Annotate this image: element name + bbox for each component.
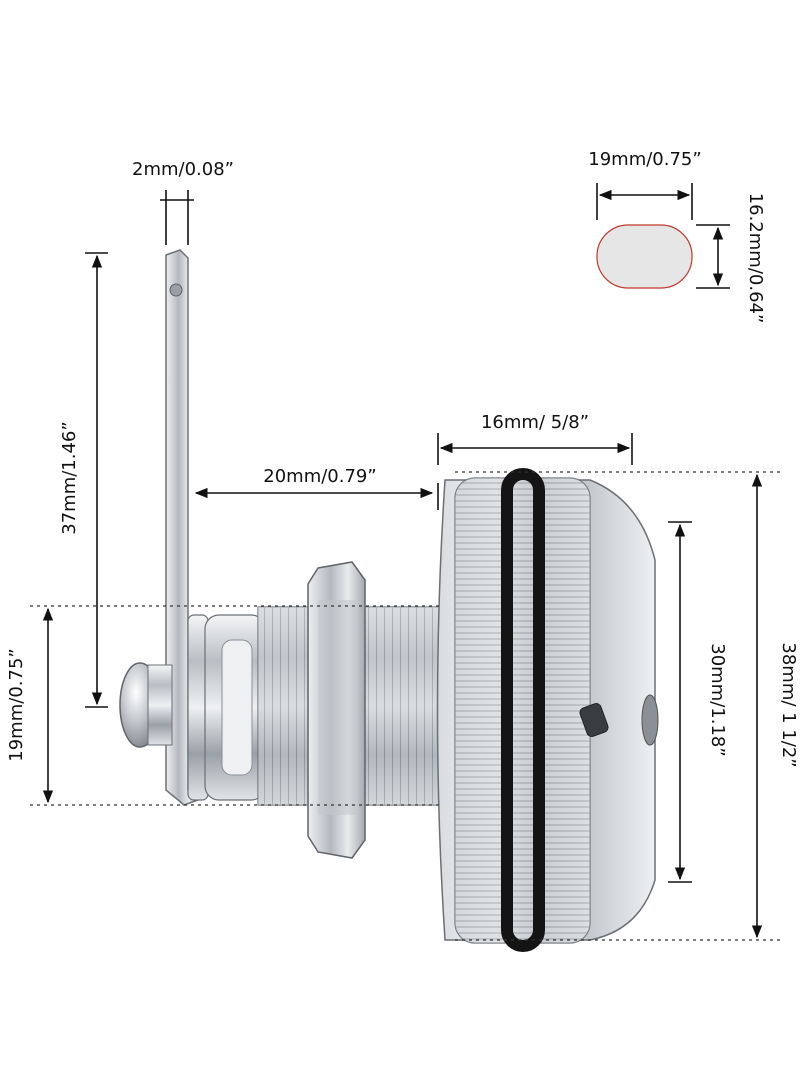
- cam-lock-illustration: [119, 249, 659, 952]
- head-depth-label: 16mm/ 5/8”: [481, 412, 589, 433]
- screw-shank: [147, 664, 173, 746]
- cam-hole: [169, 283, 183, 297]
- key-pin: [579, 703, 609, 737]
- panel-cutout-diagram: 19mm/0.75” 16.2mm/0.64”: [588, 149, 766, 323]
- cam-to-face-label: 20mm/0.79”: [263, 466, 376, 487]
- cutout-shape: [596, 224, 693, 289]
- cam-length-label: 37mm/1.46”: [59, 421, 80, 534]
- hole-height-label: 16.2mm/0.64”: [745, 193, 766, 324]
- dimension-lines: 2mm/0.08” 37mm/1.46” 20mm/0.79” 19mm/0.7…: [6, 159, 799, 941]
- hole-width-label: 19mm/0.75”: [588, 149, 701, 170]
- body-diameter-label: 19mm/0.75”: [6, 648, 27, 761]
- head-diameter-label: 38mm/ 1 1/2”: [778, 642, 799, 767]
- face-diameter-label: 30mm/1.18”: [707, 643, 728, 756]
- thickness-label: 2mm/0.08”: [132, 159, 234, 180]
- o-ring: [501, 468, 545, 952]
